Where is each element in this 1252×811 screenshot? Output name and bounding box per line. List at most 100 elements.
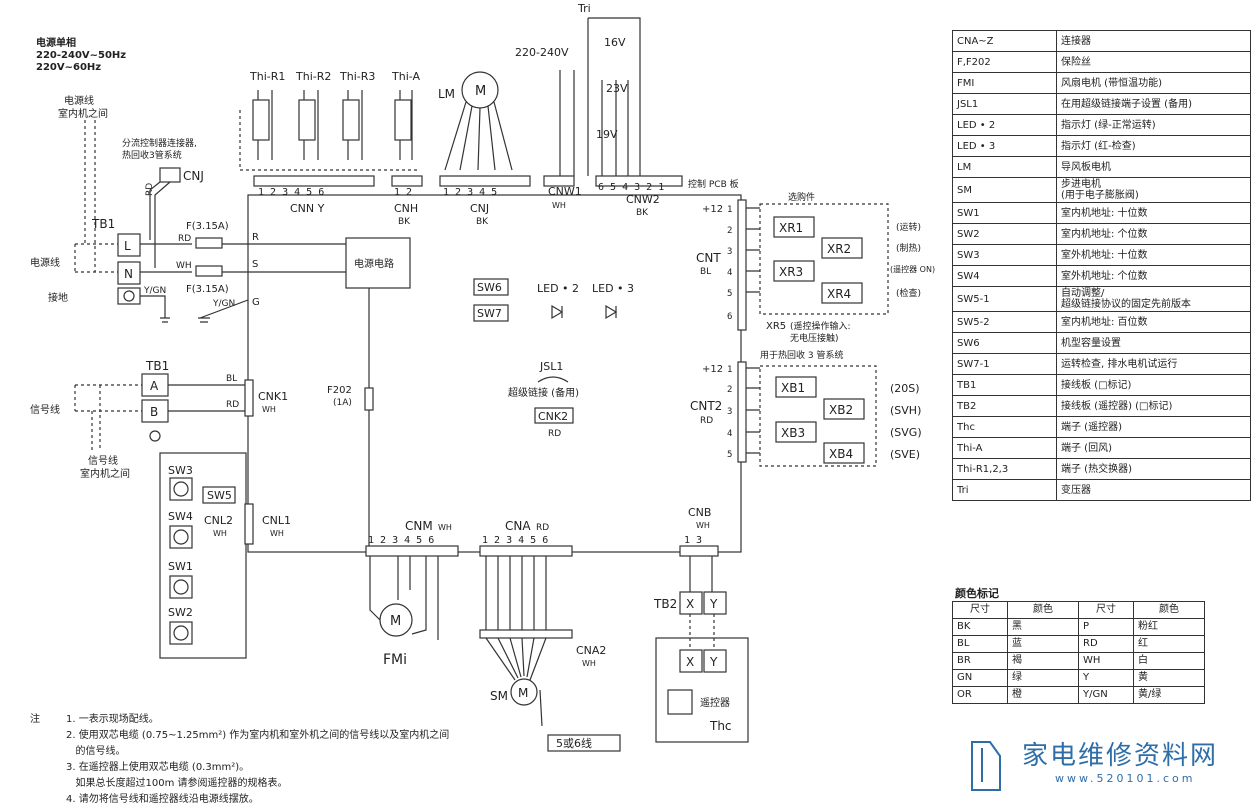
optional-box [759, 203, 889, 315]
power-spec: 电源单相 220-240V~50Hz 220V~60Hz [36, 38, 126, 74]
legend-code: SW1 [952, 202, 1057, 224]
led3-icon [605, 304, 618, 320]
sw1-label: SW1 [168, 560, 193, 573]
heat-recovery-box [759, 365, 877, 467]
cnt-pins-6: 6 [727, 312, 732, 322]
legend-code: JSL1 [952, 93, 1057, 115]
xr1-desc: (运转) [896, 221, 921, 233]
tb2-label: TB2 [653, 597, 677, 611]
xb2-desc: (SVH) [890, 404, 921, 417]
sw1-dial[interactable] [169, 575, 193, 599]
note-4-num: 4. [66, 794, 76, 805]
color-cell: GN [952, 669, 1008, 687]
signal-line-label: 信号线 [30, 403, 60, 416]
cnl1-label: CNL1 [262, 514, 291, 527]
sw2-dial-icon [173, 625, 189, 641]
note-3-num: 3. [66, 762, 76, 773]
cnw2-label: CNW2 [626, 193, 660, 206]
color-cell: RD [1078, 635, 1134, 653]
thermistor-r2-icon [298, 99, 316, 141]
cnm-wh: WH [438, 523, 452, 532]
color-cell: 白 [1133, 652, 1205, 670]
legend-code: Thi-R1,2,3 [952, 458, 1057, 480]
notes-label: 注 [30, 714, 40, 725]
power-line-between-1: 电源线 [64, 94, 94, 107]
cnk2-rd: RD [548, 429, 561, 439]
legend-description: 指示灯 (绿-正常运转) [1056, 114, 1251, 136]
legend-code: Thi-A [952, 437, 1057, 459]
terminal-B: B [150, 405, 158, 419]
note-3: 在遥控器上使用双芯电缆 (0.3mm²)。 [78, 762, 250, 773]
five-six-label: 5或6线 [556, 736, 592, 750]
sw2-dial[interactable] [169, 621, 193, 645]
power-spec-line1: 电源单相 [36, 38, 76, 49]
sw6-switch[interactable] [473, 278, 509, 296]
tb2-y-terminal [703, 591, 727, 615]
cnh-connector [391, 175, 423, 187]
cnl2-wh: WH [213, 529, 227, 538]
v16-label: 16V [604, 36, 626, 49]
color-cell: 红 [1133, 635, 1205, 653]
xr5-label: XR5 [766, 321, 786, 332]
legend-description: 风扇电机 (带恒温功能) [1056, 72, 1251, 94]
cnt2-pins-2: 2 [727, 385, 732, 395]
sw3-dial[interactable] [169, 477, 193, 501]
cnt-pins-2: 2 [727, 226, 732, 236]
sw5-switch[interactable] [202, 486, 236, 504]
power-spec-line3: 220V~60Hz [36, 62, 102, 73]
cnh-pins: 1 2 [394, 187, 412, 198]
legend-description: 指示灯 (红-检查) [1056, 135, 1251, 157]
sw7-switch[interactable] [473, 304, 509, 322]
legend-code: SW5-2 [952, 311, 1057, 333]
cnl2-label: CNL2 [204, 514, 233, 527]
remote-x: X [686, 655, 694, 669]
cnw1-wh: WH [552, 201, 566, 210]
cnj-label: CNJ [470, 202, 489, 215]
note-1-num: 1. [66, 714, 76, 725]
xb2-label: XB2 [829, 403, 853, 417]
legend-description: 变压器 [1056, 479, 1251, 501]
terminal-N: N [124, 267, 133, 281]
fuse-f202 [364, 387, 374, 411]
color-cell: 粉红 [1133, 618, 1205, 636]
cnk2-connector [534, 407, 574, 424]
sw4-dial[interactable] [169, 525, 193, 549]
legend-description: 在用超级链接端子设置 (备用) [1056, 93, 1251, 115]
cnj-pins: 1 2 3 4 5 [443, 187, 497, 198]
xr2-desc: (制热) [896, 242, 921, 254]
wire-wh: WH [176, 261, 192, 271]
power-spec-line2: 220-240V~50Hz [36, 50, 127, 61]
legend-description: 机型容量设置 [1056, 332, 1251, 354]
tha-label: Thi-A [391, 70, 420, 83]
cnk1-label: CNK1 [258, 390, 288, 403]
xb4-label: XB4 [829, 447, 853, 461]
v220-label: 220-240V [515, 46, 569, 59]
cna-pins: 1 2 3 4 5 6 [482, 535, 548, 546]
color-cell: BK [952, 618, 1008, 636]
fuse2-label: F(3.15A) [186, 284, 229, 295]
cnt2-connector [737, 361, 747, 463]
led3-label: LED • 3 [592, 282, 634, 295]
xb1-desc: (20S) [890, 382, 920, 395]
xb2-relay [823, 398, 865, 420]
color-header-cell: 尺寸 [952, 601, 1008, 619]
xr2-relay [821, 237, 863, 259]
xr1-label: XR1 [779, 221, 803, 235]
tb1-ground-terminal [117, 287, 141, 305]
legend-description: 室外机地址: 个位数 [1056, 265, 1251, 287]
xb1-relay [775, 376, 817, 398]
xb4-desc: (SVE) [890, 448, 920, 461]
legend-code: SW6 [952, 332, 1057, 354]
color-cell: Y/GN [1078, 686, 1134, 704]
tb2-x: X [686, 597, 694, 611]
